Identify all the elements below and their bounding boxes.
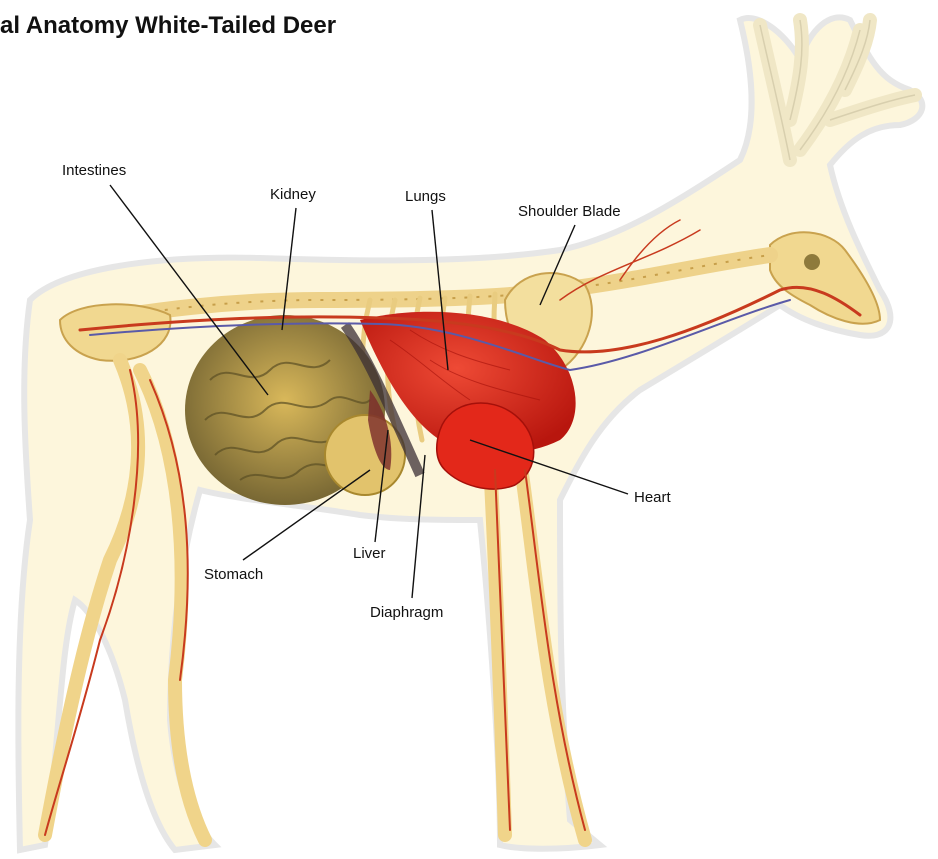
label-diaphragm: Diaphragm: [370, 604, 443, 622]
label-stomach: Stomach: [204, 566, 263, 584]
page-title: al Anatomy White-Tailed Deer: [0, 12, 336, 40]
label-kidney: Kidney: [270, 186, 316, 204]
label-heart: Heart: [634, 489, 671, 507]
label-shoulder-blade: Shoulder Blade: [518, 203, 621, 221]
label-lungs: Lungs: [405, 188, 446, 206]
label-intestines: Intestines: [62, 162, 126, 180]
label-liver: Liver: [353, 545, 386, 563]
